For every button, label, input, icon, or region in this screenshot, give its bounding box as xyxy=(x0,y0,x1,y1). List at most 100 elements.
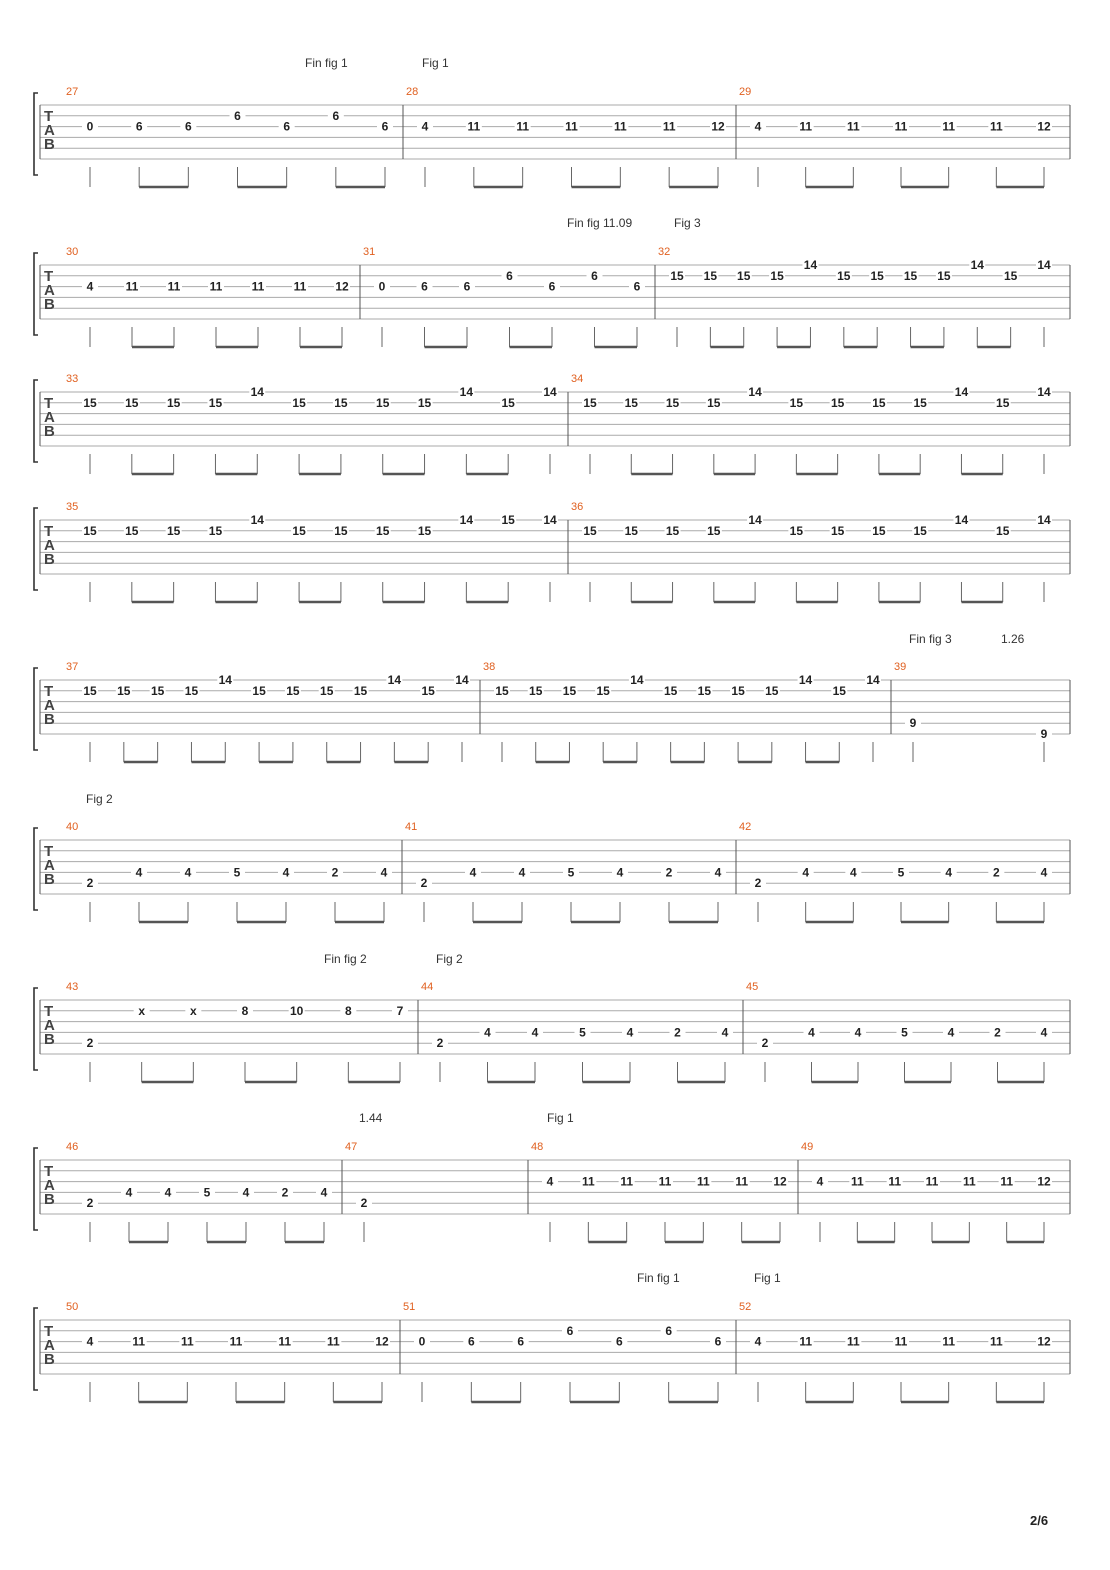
fret-number: 14 xyxy=(388,673,402,687)
fret-background xyxy=(1036,866,1052,879)
fret-background xyxy=(1036,514,1052,526)
fret-number: 2 xyxy=(87,1036,94,1050)
fret-background xyxy=(512,1335,529,1348)
fret-number: 15 xyxy=(286,684,300,698)
tab-clef-letter: T xyxy=(44,108,53,125)
fret-number: 15 xyxy=(914,524,928,538)
fret-number: 14 xyxy=(251,385,265,399)
fret-number: 14 xyxy=(1037,513,1051,527)
fret-background xyxy=(432,1037,448,1050)
fret-background xyxy=(797,1335,814,1348)
fret-number: 4 xyxy=(855,1025,862,1039)
tab-clef-letter: B xyxy=(44,136,55,153)
fret-background xyxy=(623,396,640,409)
fret-background xyxy=(912,396,929,409)
fret-background xyxy=(865,674,881,686)
fret-number: 5 xyxy=(234,865,241,879)
fret-background xyxy=(327,109,344,122)
fret-number: 6 xyxy=(136,120,143,134)
fret-background xyxy=(514,120,531,133)
fret-number: 15 xyxy=(583,524,597,538)
fret-background xyxy=(695,1175,712,1188)
fret-background xyxy=(374,280,390,293)
fret-background xyxy=(812,1175,828,1188)
fret-background xyxy=(376,866,392,879)
fret-background xyxy=(352,684,369,697)
fret-background xyxy=(829,524,846,537)
fret-background xyxy=(166,280,182,293)
fret-background xyxy=(121,1186,137,1199)
system-bracket xyxy=(33,92,38,176)
fret-number: 4 xyxy=(136,865,143,879)
fret-background xyxy=(165,396,182,409)
fret-number: 14 xyxy=(460,385,474,399)
fret-number: 2 xyxy=(994,1025,1001,1039)
fret-number: 11 xyxy=(181,1335,194,1349)
fret-background xyxy=(750,1335,766,1348)
fret-background xyxy=(278,120,295,133)
fret-number: 5 xyxy=(568,865,575,879)
fret-number: 6 xyxy=(283,120,290,134)
fret-background xyxy=(870,396,887,409)
fret-number: 0 xyxy=(87,120,94,134)
fret-number: 4 xyxy=(243,1185,250,1199)
fret-background xyxy=(896,1026,913,1039)
fret-background xyxy=(797,866,814,879)
fret-number: 15 xyxy=(422,684,436,698)
fret-background xyxy=(1036,259,1052,271)
fret-background xyxy=(374,396,391,409)
system-bracket xyxy=(33,379,38,463)
fret-number: 5 xyxy=(901,1025,908,1039)
tab-clef-letter: A xyxy=(44,537,55,554)
fret-background xyxy=(797,120,814,133)
measure-number: 46 xyxy=(66,1141,78,1153)
fret-number: 4 xyxy=(283,865,290,879)
tab-clef-letter: A xyxy=(44,697,55,714)
fret-number: 15 xyxy=(770,269,784,283)
fret-number: 11 xyxy=(895,120,908,134)
fret-background xyxy=(414,1335,430,1348)
fret-number: 14 xyxy=(748,513,762,527)
fret-number: 14 xyxy=(455,673,469,687)
fret-background xyxy=(664,524,681,537)
fret-number: 14 xyxy=(251,513,265,527)
fret-number: 15 xyxy=(117,684,131,698)
fret-number: 12 xyxy=(711,120,725,134)
fret-number: 6 xyxy=(567,1324,574,1338)
fret-background xyxy=(291,396,308,409)
fret-background xyxy=(763,684,780,697)
fret-number: 15 xyxy=(167,524,181,538)
fret-background xyxy=(1036,1175,1052,1188)
fret-background xyxy=(420,684,437,697)
fret-number: 15 xyxy=(1004,269,1018,283)
fret-number: 15 xyxy=(583,396,597,410)
fret-number: 11 xyxy=(327,1335,340,1349)
fret-background xyxy=(332,524,349,537)
fret-background xyxy=(705,396,722,409)
fret-number: 6 xyxy=(549,280,556,294)
fret-background xyxy=(1002,269,1019,282)
fret-background xyxy=(561,684,578,697)
fret-background xyxy=(835,269,852,282)
page-number: 2/6 xyxy=(1030,1513,1049,1528)
measure-number: 50 xyxy=(66,1301,78,1313)
fret-number: 15 xyxy=(125,524,139,538)
fret-background xyxy=(940,866,957,879)
section-label: Fig 1 xyxy=(422,56,449,70)
measure-number: 38 xyxy=(483,661,495,673)
fret-background xyxy=(747,514,764,526)
fret-background xyxy=(542,386,558,398)
fret-number: 15 xyxy=(664,684,678,698)
fret-background xyxy=(284,684,301,697)
fret-number: 4 xyxy=(755,1335,762,1349)
fret-number: 0 xyxy=(379,280,386,294)
fret-background xyxy=(869,269,886,282)
fret-number: 6 xyxy=(715,1335,722,1349)
fret-number: 15 xyxy=(871,269,885,283)
fret-background xyxy=(392,1004,408,1017)
fret-number: 15 xyxy=(151,684,165,698)
fret-background xyxy=(989,1026,1006,1039)
fret-background xyxy=(845,1335,862,1348)
